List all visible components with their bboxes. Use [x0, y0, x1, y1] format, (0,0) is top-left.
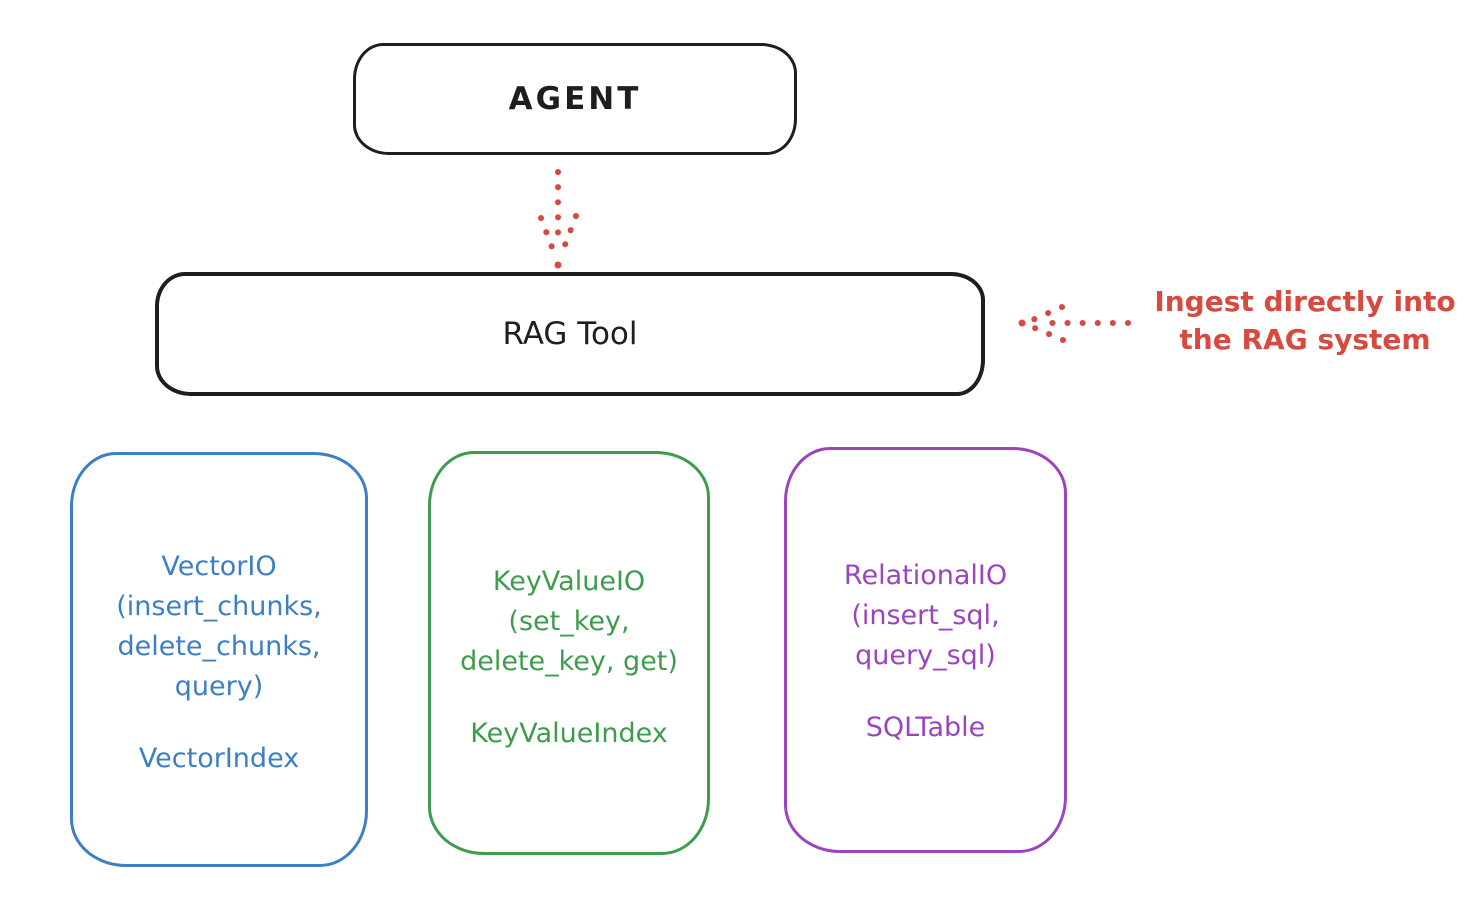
agent-to-rag-arrow	[538, 169, 579, 269]
agent-node: AGENT	[353, 43, 797, 155]
ingest-annotation-text: Ingest directly into the RAG system	[1154, 285, 1456, 356]
keyvalue-io-methods: KeyValueIO (set_key, delete_key, get)	[460, 566, 678, 677]
vector-io-methods: VectorIO (insert_chunks, delete_chunks, …	[116, 551, 322, 702]
ingest-annotation-arrow	[1018, 304, 1131, 343]
sql-table-label: SQLTable	[865, 712, 986, 743]
keyvalue-index-label: KeyValueIndex	[470, 718, 668, 749]
relational-io-card: RelationalIO (insert_sql, query_sql) SQL…	[784, 447, 1067, 853]
vector-index-label: VectorIndex	[138, 743, 300, 774]
vector-io-card: VectorIO (insert_chunks, delete_chunks, …	[70, 452, 368, 867]
rag-tool-node-label: RAG Tool	[502, 316, 638, 352]
agent-node-label: AGENT	[508, 81, 642, 117]
keyvalue-io-card: KeyValueIO (set_key, delete_key, get) Ke…	[428, 451, 710, 855]
relational-io-methods: RelationalIO (insert_sql, query_sql)	[843, 560, 1008, 671]
rag-tool-node: RAG Tool	[155, 272, 985, 396]
